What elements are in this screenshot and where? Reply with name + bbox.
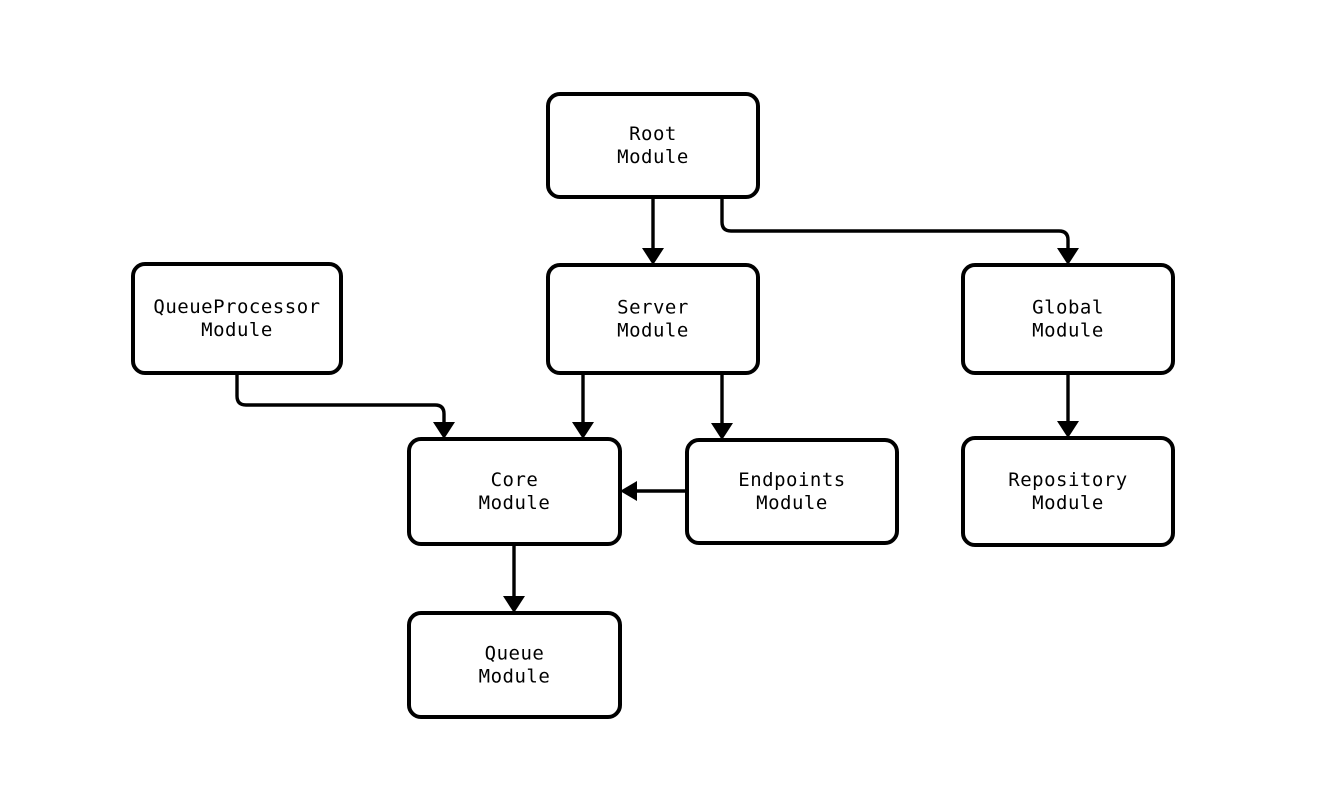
arrow-head-icon: [711, 423, 733, 440]
edge-queueprocessor-to-core: [235, 373, 455, 439]
edge-global-to-repository: [1057, 373, 1079, 438]
node-label-line1: Core: [491, 469, 539, 491]
node-box[interactable]: [407, 611, 622, 719]
node-label-line2: Module: [479, 492, 551, 514]
node-box[interactable]: [685, 438, 899, 545]
node-label-line1: Queue: [485, 643, 545, 665]
arrow-head-icon: [1057, 248, 1079, 265]
nodes-layer: RootModuleQueueProcessorModuleServerModu…: [131, 92, 1175, 719]
node-box[interactable]: [131, 262, 343, 375]
edges-layer: [235, 197, 1079, 613]
arrow-head-icon: [433, 422, 455, 439]
node-label-line1: Global: [1032, 297, 1104, 319]
node-label-line1: Endpoints: [738, 469, 845, 491]
node-box[interactable]: [407, 437, 622, 546]
arrow-head-icon: [620, 481, 637, 501]
node-label-line2: Module: [1032, 320, 1104, 342]
arrow-head-icon: [572, 422, 594, 439]
node-label-line2: Module: [1032, 492, 1104, 514]
node-label-line2: Module: [617, 320, 689, 342]
arrow-head-icon: [503, 596, 525, 613]
arrow-head-icon: [1057, 421, 1079, 438]
edge-server-to-endpoints: [711, 373, 733, 440]
edge-root-to-global: [720, 197, 1079, 265]
edge-endpoints-to-core: [620, 481, 687, 501]
node-label-line1: Repository: [1008, 469, 1127, 491]
node-box[interactable]: [546, 92, 760, 199]
node-box[interactable]: [961, 436, 1175, 547]
edge-root-to-server: [642, 197, 664, 265]
edge-line: [235, 373, 446, 427]
edge-line: [720, 197, 1070, 253]
node-box[interactable]: [961, 263, 1175, 375]
node-label-line1: Server: [617, 297, 689, 319]
node-label-line2: Module: [617, 146, 689, 168]
node-label-line1: Root: [629, 123, 677, 145]
node-label-line2: Module: [201, 319, 273, 341]
arrow-head-icon: [642, 248, 664, 265]
node-box[interactable]: [546, 263, 760, 375]
node-label-line2: Module: [479, 666, 551, 688]
node-label-line1: QueueProcessor: [153, 296, 320, 318]
node-label-line2: Module: [756, 492, 828, 514]
edge-core-to-queue: [503, 544, 525, 613]
edge-server-to-core: [572, 373, 594, 439]
